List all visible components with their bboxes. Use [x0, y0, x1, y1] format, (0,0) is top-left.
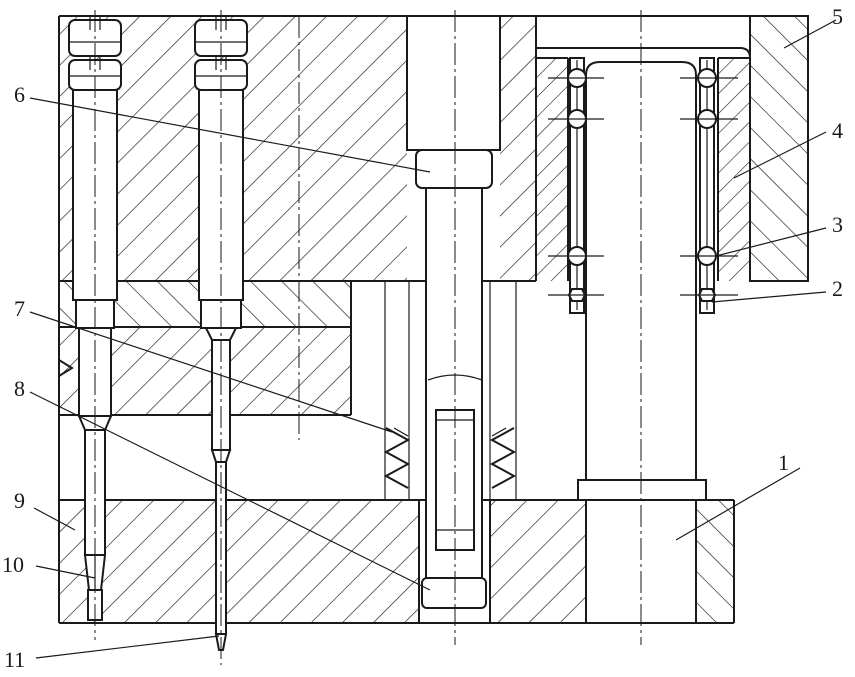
leader-lines	[29, 19, 837, 659]
guide-pillar	[577, 61, 707, 501]
label-2: 2	[832, 276, 843, 301]
label-1: 1	[778, 450, 789, 475]
label-6: 6	[14, 82, 25, 107]
center-lines	[94, 10, 642, 665]
part-5-housing	[536, 15, 809, 282]
label-7: 7	[14, 296, 25, 321]
part-7-disc-springs	[383, 427, 517, 489]
label-10: 10	[2, 552, 24, 577]
label-9: 9	[14, 488, 25, 513]
label-4: 4	[832, 118, 843, 143]
part-9-bottom-plate	[59, 499, 735, 624]
part-6-screw	[415, 149, 493, 609]
label-8: 8	[14, 376, 25, 401]
label-11: 11	[4, 647, 25, 672]
balls	[548, 68, 738, 302]
label-3: 3	[832, 212, 843, 237]
part-4-bushing	[536, 57, 750, 281]
screw-bore	[406, 15, 501, 151]
label-5: 5	[832, 4, 843, 29]
